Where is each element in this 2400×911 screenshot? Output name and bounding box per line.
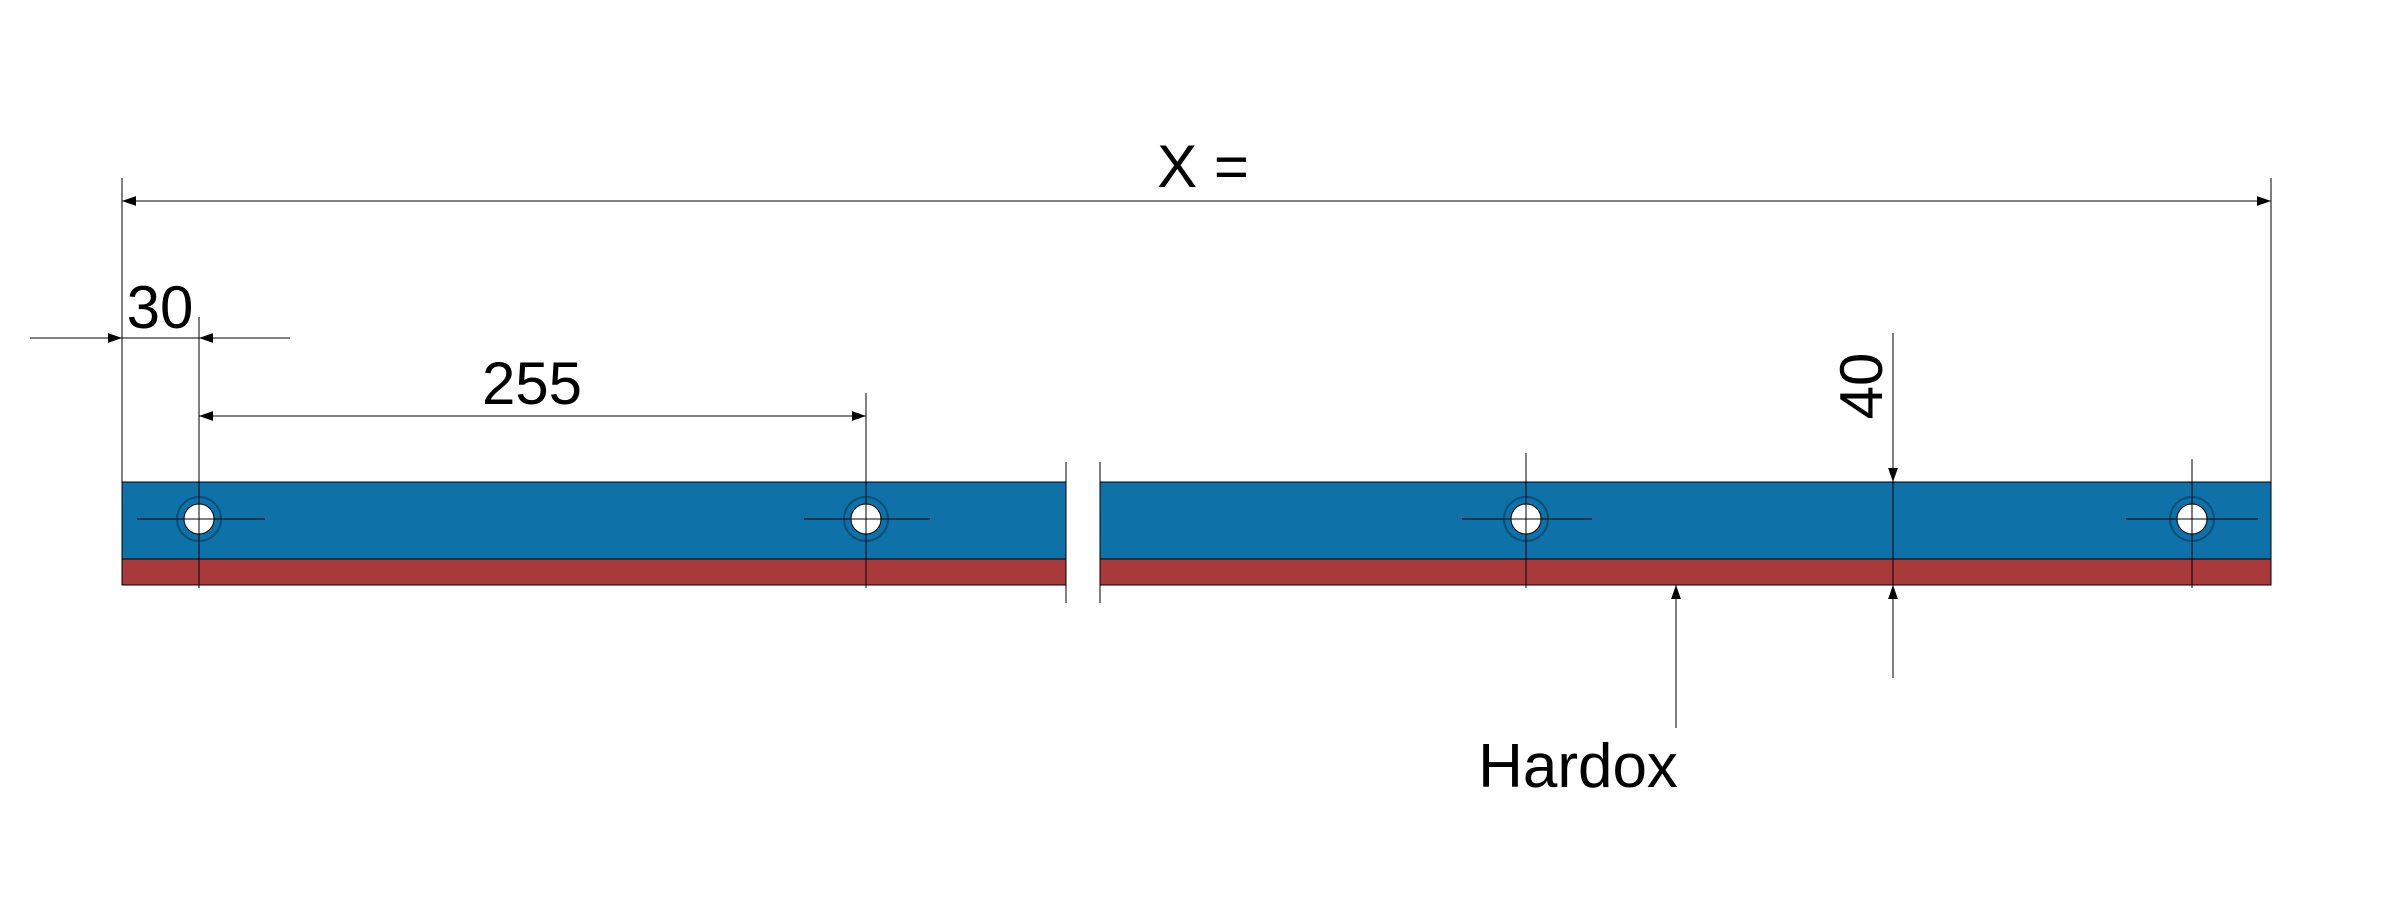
dimension-hole-spacing: 255: [199, 350, 866, 421]
mounting-hole-4: [2126, 459, 2258, 588]
mounting-hole-2: [804, 393, 930, 588]
mounting-hole-3: [1462, 453, 1592, 588]
plate-section-left: [121, 481, 1067, 586]
height-label: 40: [1828, 353, 1895, 420]
blue-strip-right: [1099, 481, 2272, 560]
dimension-height: 40: [1828, 333, 2271, 678]
dimension-overall-length: X =: [121, 133, 2272, 482]
hole-spacing-label: 255: [482, 350, 582, 417]
dimension-edge-offset: 30: [30, 274, 290, 343]
plate-section-right: [1099, 481, 2272, 586]
material-label: Hardox: [1478, 732, 1678, 801]
overall-length-label: X =: [1157, 133, 1249, 200]
hardox-layer-left: [121, 558, 1067, 586]
edge-offset-label: 30: [127, 274, 194, 341]
material-callout: Hardox: [1478, 585, 1681, 801]
mounting-hole-1: [137, 317, 265, 588]
blue-strip-left: [121, 481, 1067, 560]
hardox-layer-right: [1099, 558, 2272, 586]
